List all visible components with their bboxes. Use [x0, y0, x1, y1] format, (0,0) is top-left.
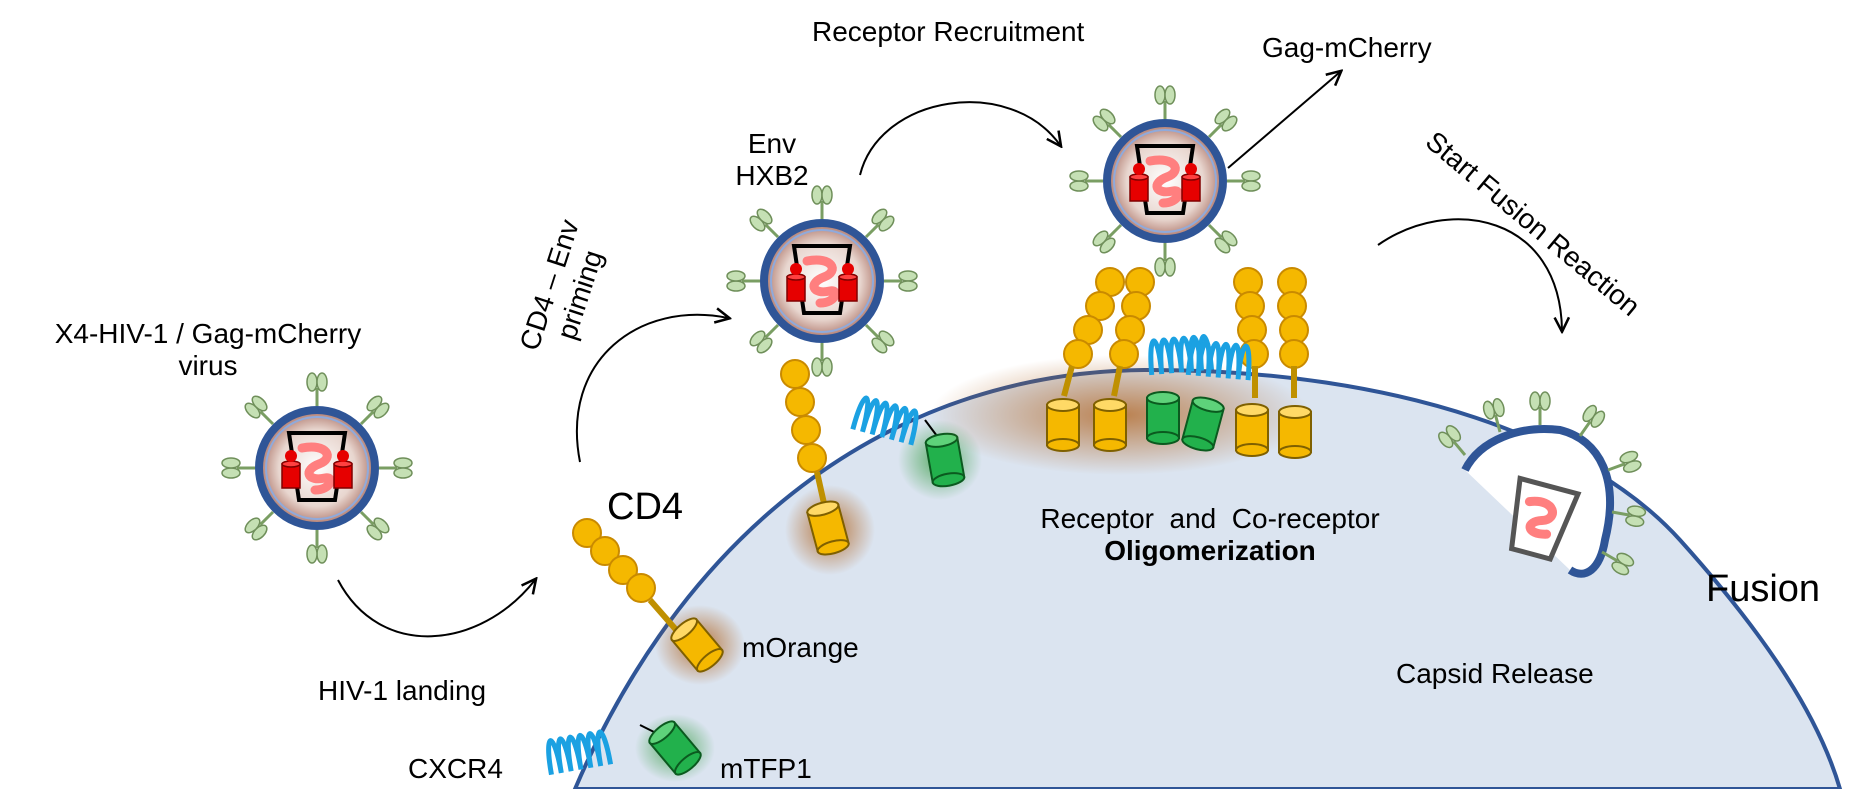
cd4-receptor-priming: [780, 359, 875, 575]
virus-recruitment: [1070, 86, 1260, 276]
env-label-line2: HXB2: [735, 160, 809, 191]
gag-label: Gag-mCherry: [1262, 32, 1432, 63]
morange-label: mOrange: [742, 632, 859, 663]
virus-free: [222, 373, 412, 563]
env-label: Env HXB2: [722, 128, 822, 192]
oligo-label-line2: Oligomerization: [1104, 535, 1316, 566]
cxcr4-label: CXCR4: [408, 753, 503, 784]
fusion-label: Fusion: [1706, 568, 1821, 610]
recruitment-label: Receptor Recruitment: [812, 16, 1085, 47]
cxcr4-receptor: [546, 714, 715, 782]
arrow-recruitment: [859, 101, 1060, 176]
cd4-receptor-landing: [572, 518, 745, 685]
mtfp1-label: mTFP1: [720, 753, 812, 784]
virus-label-line2: virus: [178, 350, 238, 381]
env-label-line1: Env: [747, 128, 797, 159]
cd4-label: CD4: [607, 486, 684, 528]
virus-label: X4-HIV-1 / Gag-mCherry virus: [18, 318, 398, 382]
capsid-release-label: Capsid Release: [1396, 658, 1594, 689]
arrow-gag: [1227, 72, 1340, 169]
arrow-fusion: [1377, 218, 1562, 330]
capsid-release: [1508, 475, 1582, 562]
oligo-label-line1: Receptor and Co-receptor: [1040, 503, 1380, 534]
arrow-priming: [575, 315, 728, 463]
virus-label-line1: X4-HIV-1 / Gag-mCherry: [54, 318, 362, 349]
receptor-cluster: [930, 267, 1312, 475]
landing-label: HIV-1 landing: [318, 675, 487, 706]
virus-priming: [727, 186, 917, 376]
arrow-landing: [337, 580, 535, 638]
oligo-label: Receptor and Co-receptor Oligomerization: [990, 503, 1430, 567]
